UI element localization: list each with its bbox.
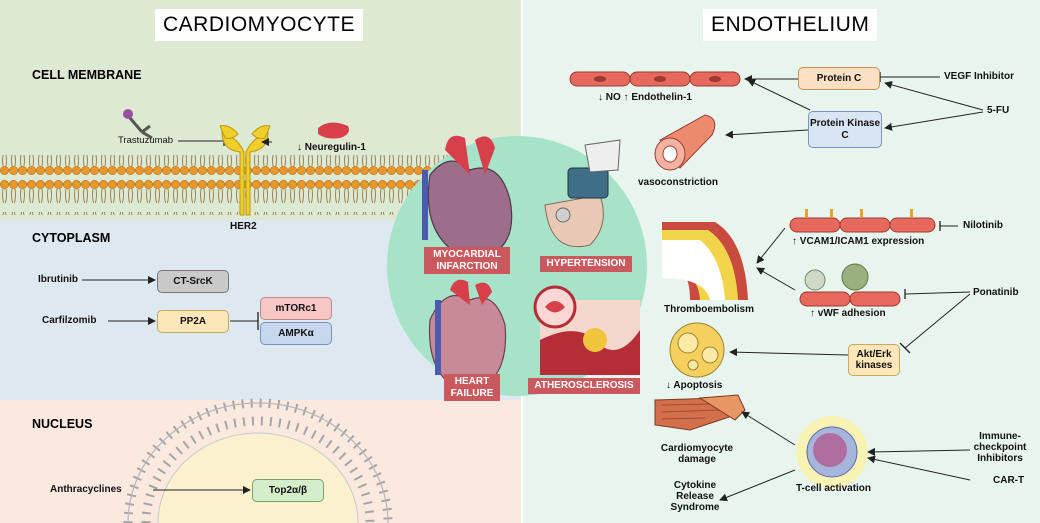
- no-endothelin-label: ↓ NO ↑ Endothelin-1: [598, 92, 692, 103]
- cardiomyocyte-damage-icon: [654, 394, 746, 431]
- endothelial-cells-top: [569, 71, 741, 87]
- mtorc1-box: mTORc1: [260, 297, 332, 320]
- cart-label: CAR-T: [993, 475, 1025, 486]
- endothelial-cells-mid: [789, 209, 936, 233]
- her2-label: HER2: [230, 221, 257, 232]
- cell-membrane-heading: CELL MEMBRANE: [32, 68, 142, 82]
- apoptosis-cell-icon: [669, 322, 725, 378]
- neuregulin-icon: [318, 122, 349, 139]
- ponatinib-label: Ponatinib: [973, 287, 1019, 298]
- vwf-label: ↑ vWF adhesion: [810, 308, 886, 319]
- t-cell-icon: [796, 416, 868, 488]
- cytoplasm-heading: CYTOPLASM: [32, 231, 111, 245]
- carfilzomib-label: Carfilzomib: [42, 315, 97, 326]
- cardiomyocyte-title: CARDIOMYOCYTE: [155, 9, 364, 41]
- heart-failure-label: HEART FAILURE: [444, 374, 500, 401]
- hypertension-label: HYPERTENSION: [540, 256, 632, 272]
- her2-receptor-icon: [219, 125, 271, 216]
- heart-mi-icon: [422, 135, 513, 261]
- neuregulin-label: ↓ Neuregulin-1: [297, 142, 366, 153]
- blood-pressure-cuff-icon: [544, 139, 621, 248]
- mi-label: MYOCARDIAL INFARCTION: [424, 247, 510, 274]
- cardiomyocyte-damage-label: Cardiomyocyte damage: [660, 443, 734, 465]
- icis-label: Immune-checkpoint Inhibitors: [973, 431, 1027, 464]
- thromboembolism-icon: [662, 222, 748, 300]
- vasoconstriction-label: vasoconstriction: [638, 177, 719, 188]
- crs-label: Cytokine Release Syndrome: [670, 480, 720, 513]
- trastuzumab-antibody-icon: [123, 109, 153, 140]
- vcam-label: ↑ VCAM1/ICAM1 expression: [792, 236, 925, 247]
- heart-failure-icon: [428, 279, 507, 396]
- nucleus-heading: NUCLEUS: [32, 417, 93, 431]
- pp2a-box: PP2A: [157, 310, 229, 333]
- endothelium-title: ENDOTHELIUM: [703, 9, 878, 41]
- thromboembolism-label: Thromboembolism: [664, 304, 755, 315]
- atherosclerosis-icon: [533, 285, 640, 375]
- ctsrck-box: CT-SrcK: [157, 270, 229, 293]
- protein-c-box: Protein C: [798, 67, 880, 90]
- vessel-icon: [654, 114, 716, 171]
- nuclear-membrane: [123, 398, 393, 523]
- ampk-box: AMPKα: [260, 322, 332, 345]
- cell-membrane-bilayer: [0, 155, 455, 215]
- anthracyclines-label: Anthracyclines: [50, 484, 122, 495]
- atherosclerosis-label: ATHEROSCLEROSIS: [528, 378, 640, 394]
- nilotinib-label: Nilotinib: [963, 220, 1003, 231]
- endothelial-cells-lower: [799, 263, 901, 307]
- five-fu-label: 5-FU: [987, 105, 1010, 116]
- apoptosis-label: ↓ Apoptosis: [666, 380, 723, 391]
- top2-box: Top2α/β: [252, 479, 324, 502]
- vegf-inhibitor-label: VEGF Inhibitor: [944, 71, 1014, 82]
- tcell-activation-label: T-cell activation: [796, 483, 872, 494]
- pkc-box: Protein Kinase C: [808, 111, 882, 148]
- ibrutinib-label: Ibrutinib: [38, 274, 78, 285]
- trastuzumab-label: Trastuzumab: [118, 135, 174, 146]
- akt-erk-box: Akt/Erk kinases: [848, 344, 900, 376]
